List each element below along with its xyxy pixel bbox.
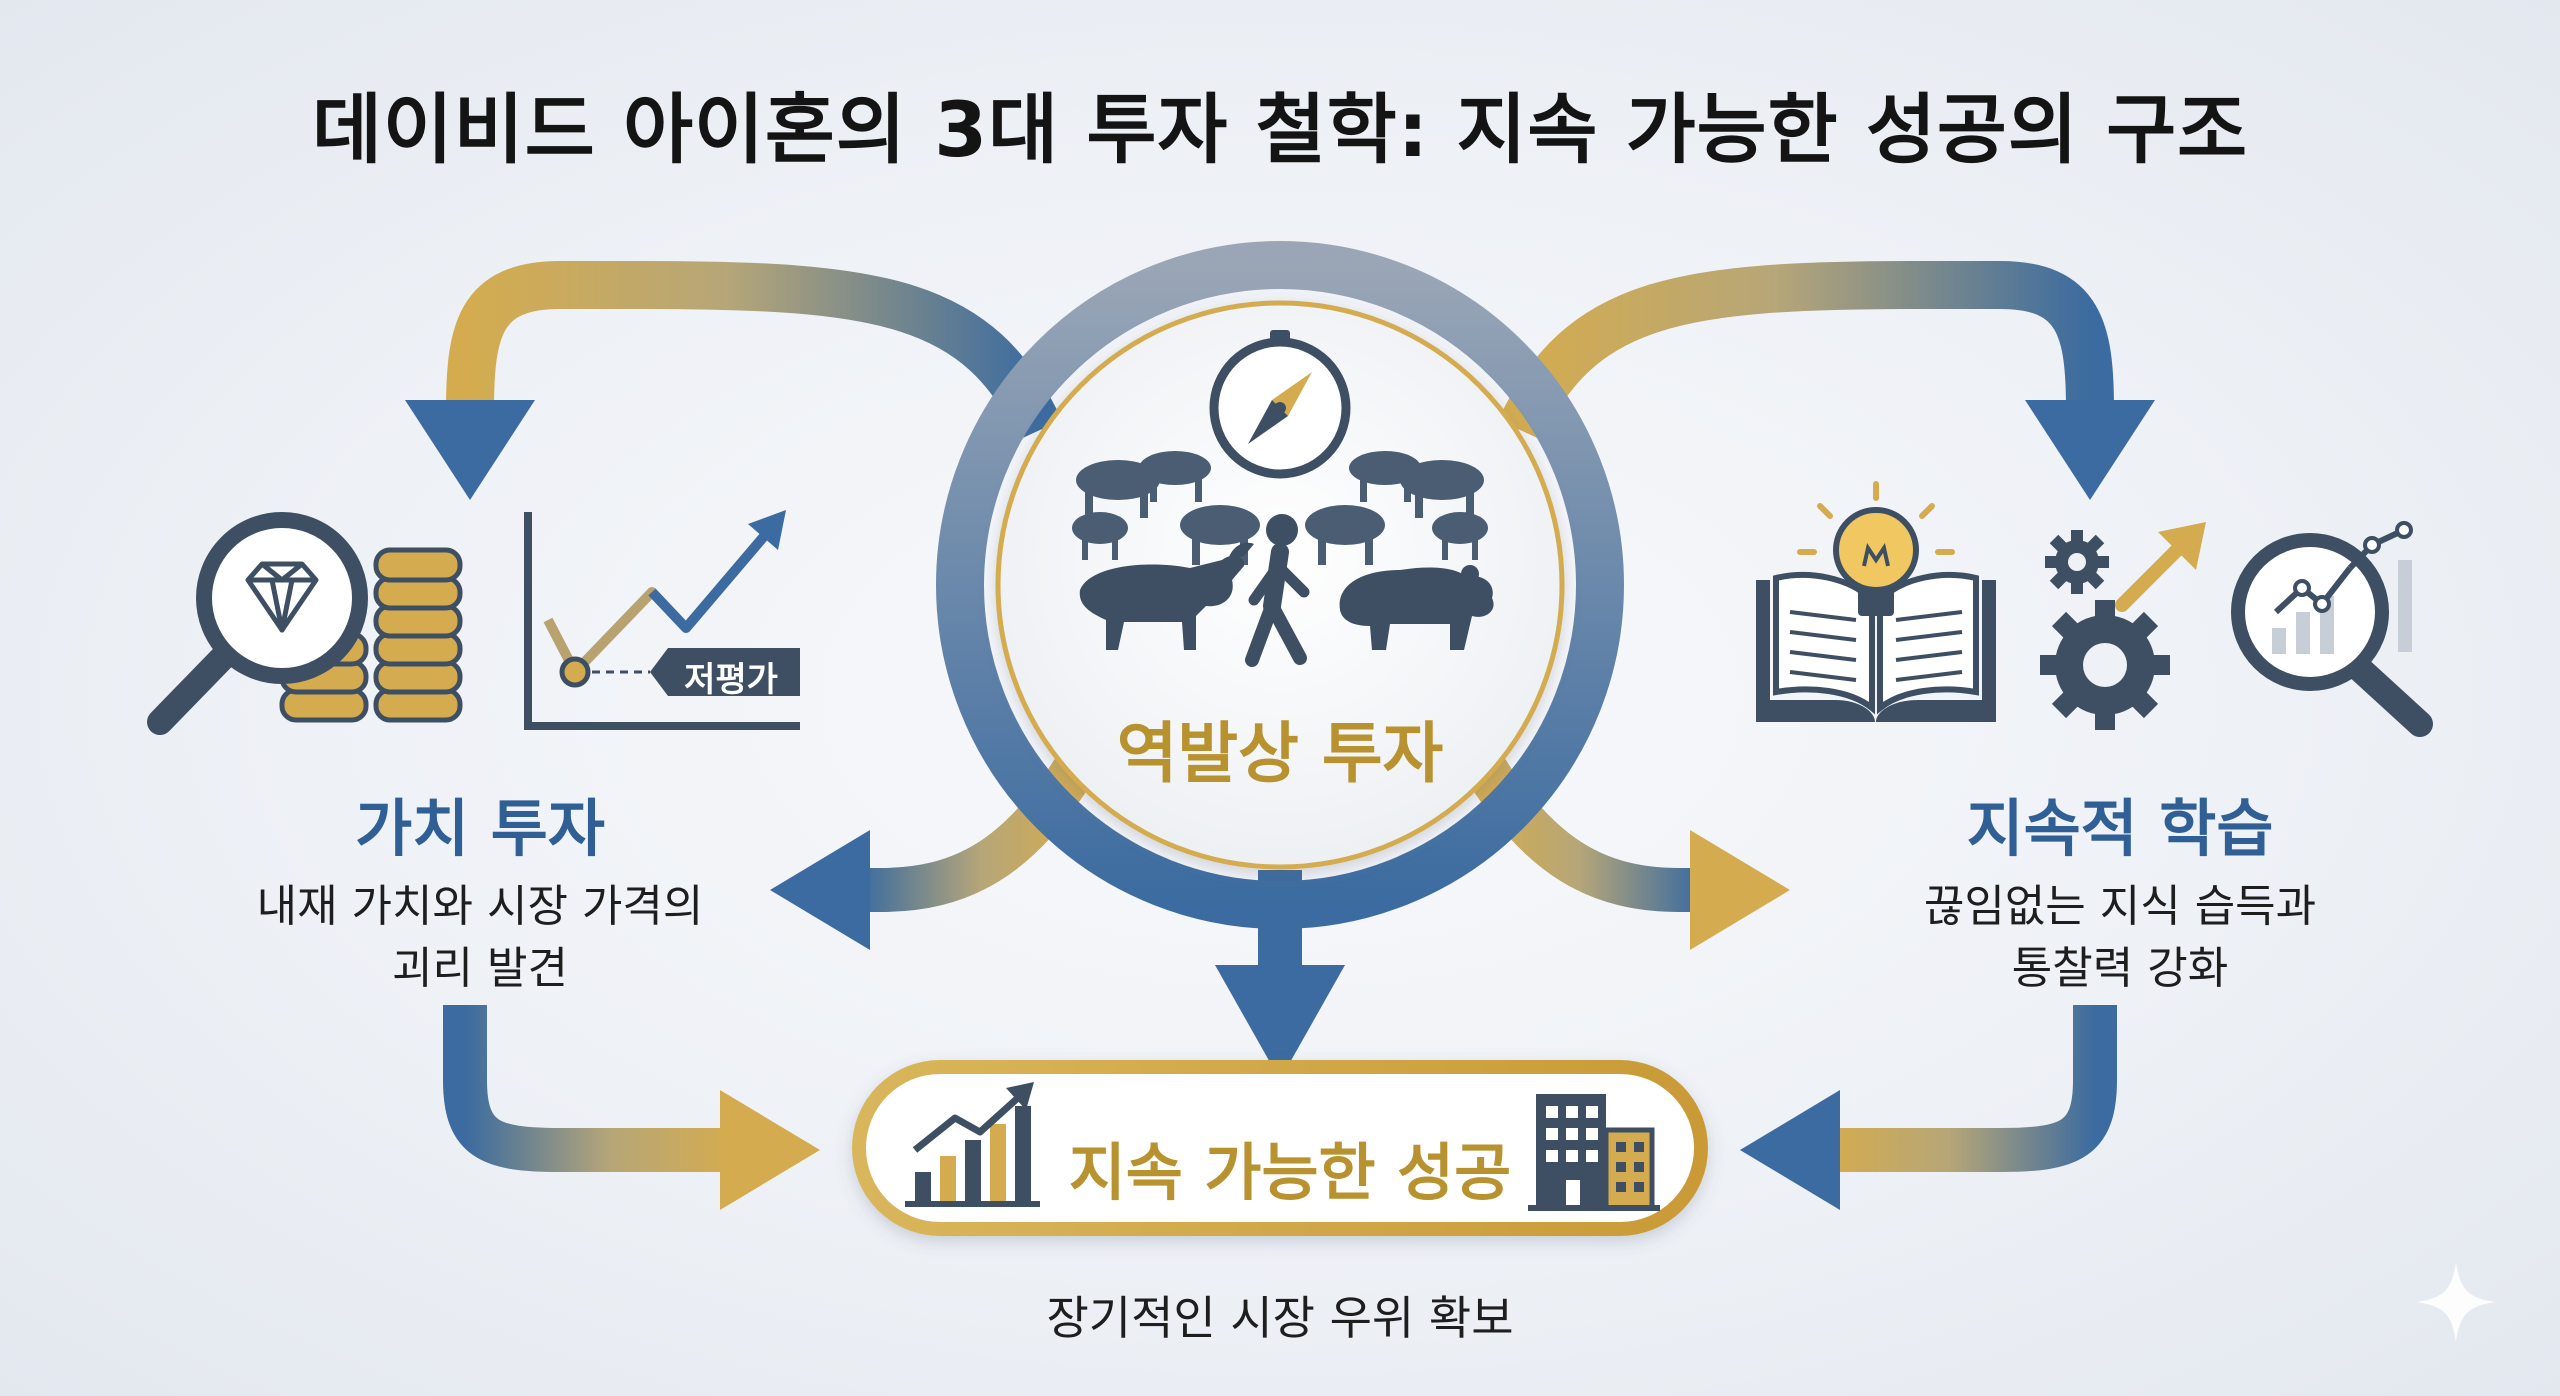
walking-person-icon — [1245, 514, 1310, 667]
open-book-icon — [1756, 571, 1996, 722]
bar-chart-icon — [905, 1082, 1040, 1207]
magnifier-diamond-icon — [147, 512, 368, 735]
arrow-top-right — [1498, 261, 2155, 500]
bull-herd-right-icon — [1305, 451, 1488, 565]
coin-stack-icon — [279, 547, 463, 723]
left-node-heading: 가치 투자 — [355, 792, 605, 865]
buildings-icon — [1528, 1094, 1660, 1211]
success-pill-label: 지속 가능한 성공 — [1068, 1136, 1512, 1209]
left-node-description-line2: 괴리 발견 — [392, 943, 568, 994]
trend-chart-icon — [524, 510, 800, 730]
growth-arrow-icon — [2115, 522, 2206, 612]
bull-icon — [1079, 542, 1254, 650]
right-node-description-line1: 끊임없는 지식 습득과 — [1923, 881, 2317, 932]
right-node-description-line2: 통찰력 강화 — [2011, 943, 2229, 994]
sparkle-icon — [2416, 1262, 2496, 1342]
bull-herd-left-icon — [1072, 451, 1260, 565]
bear-icon — [1339, 565, 1494, 650]
arrow-right-to-success — [1740, 1005, 2117, 1210]
page-title: 데이비드 아이혼의 3대 투자 철학: 지속 가능한 성공의 구조 — [311, 85, 2249, 174]
success-description: 장기적인 시장 우위 확보 — [1046, 1291, 1514, 1345]
gear-icon — [2040, 530, 2170, 730]
arrow-top-left — [405, 261, 1062, 500]
arrow-left-to-success — [443, 1005, 820, 1210]
compass-icon — [1209, 330, 1351, 479]
left-node-description-line1: 내재 가치와 시장 가격의 — [256, 881, 704, 932]
center-node-label: 역발상 투자 — [1116, 715, 1444, 792]
chart-tag-label: 저평가 — [684, 660, 778, 700]
chart-tag-shape — [650, 648, 800, 696]
magnifier-chart-icon — [2231, 521, 2433, 737]
right-node-heading: 지속적 학습 — [1966, 792, 2274, 865]
lightbulb-icon — [1797, 481, 1955, 616]
success-pill — [852, 1060, 1708, 1236]
